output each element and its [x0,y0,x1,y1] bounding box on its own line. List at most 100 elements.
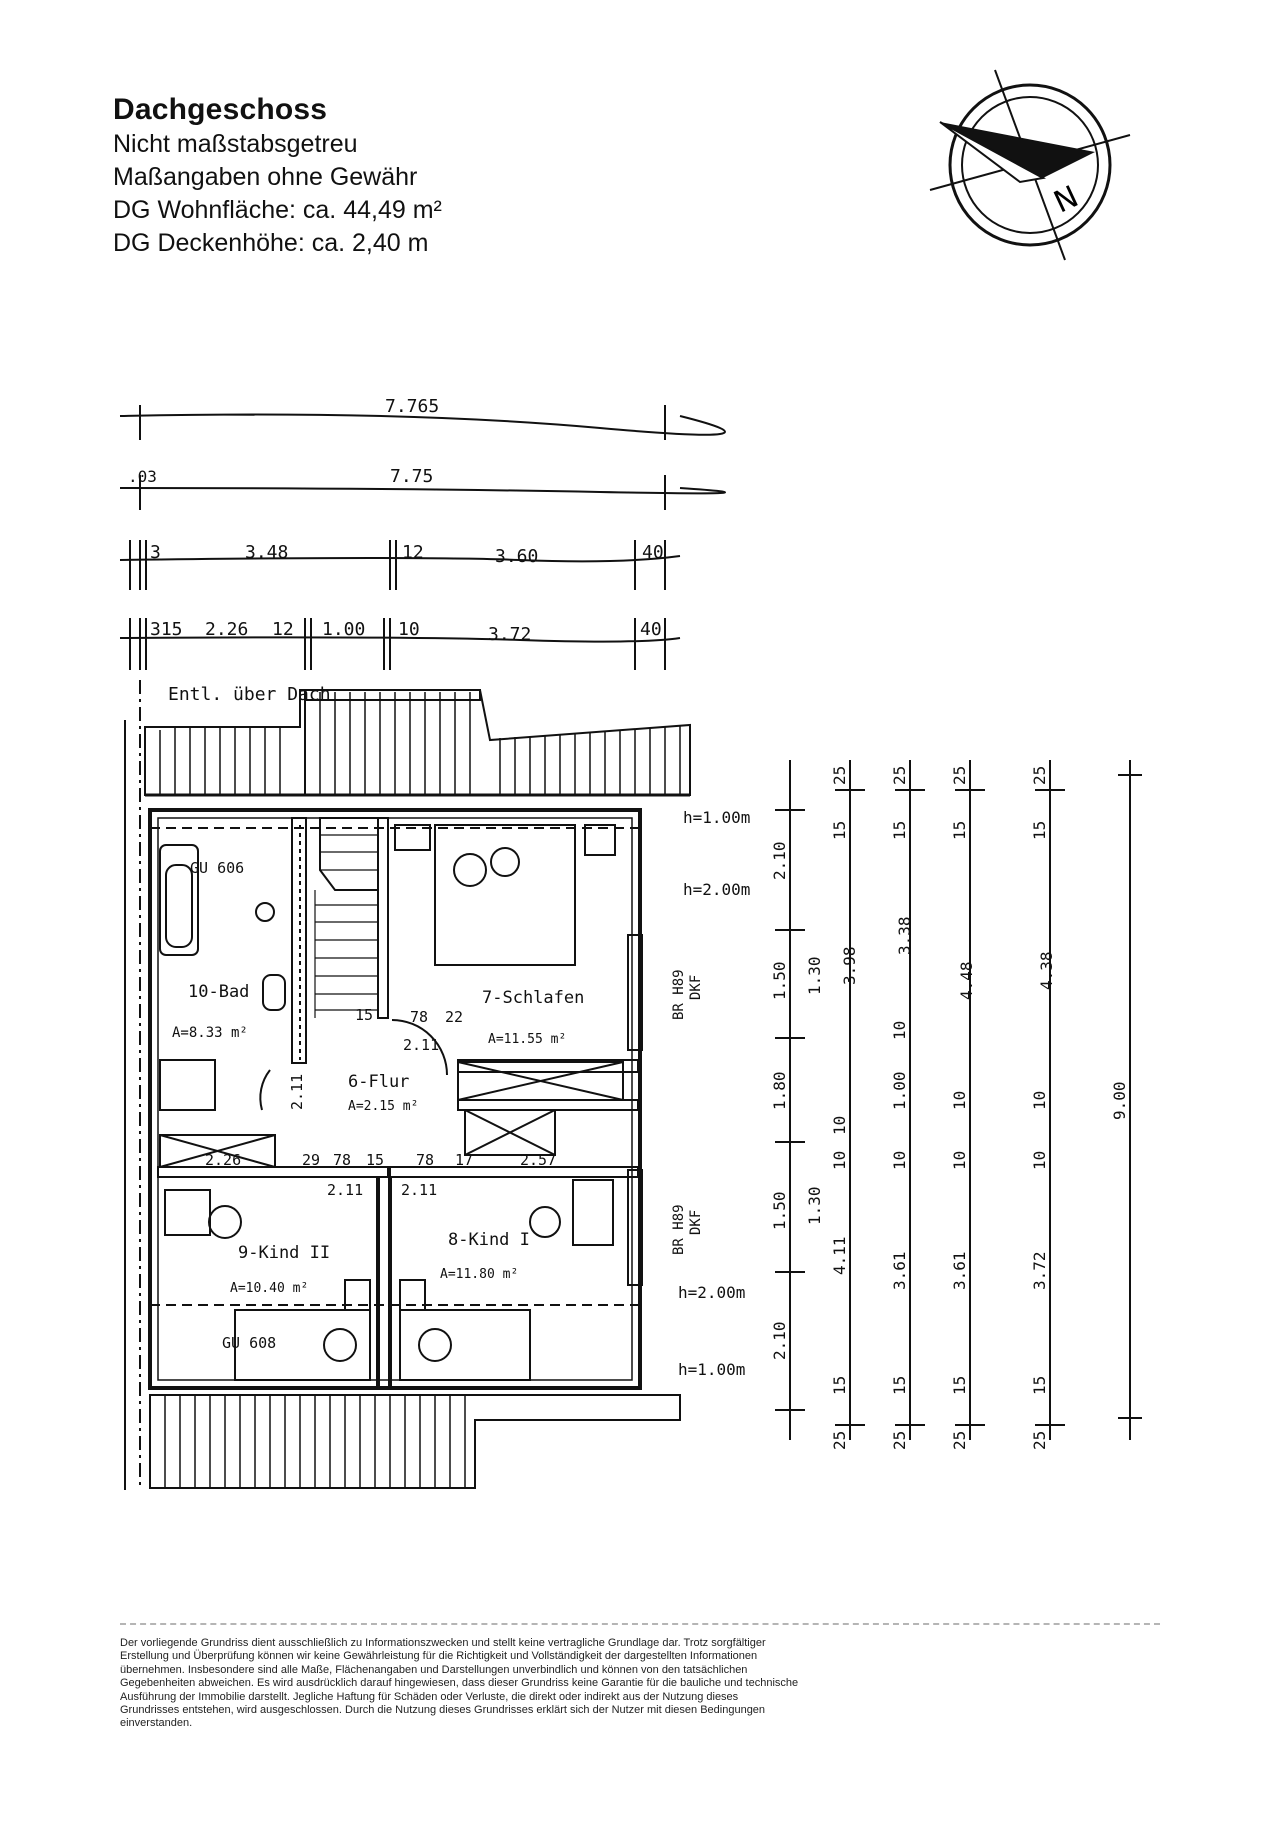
rdim-c4-8: 25 [890,1431,909,1450]
header-living-area: DG Wohnfläche: ca. 44,49 m² [113,196,442,224]
dim-row4-e: 10 [398,619,420,640]
rdim-c3-4: 10 [830,1151,849,1170]
inner-dim-211d: 2.11 [401,1181,437,1199]
rdim-c3-2: 3.98 [840,946,859,985]
inner-dim-15b: 15 [366,1151,384,1169]
window-2-kind: DKF [688,1210,704,1235]
height-bottom-1m: h=1.00m [678,1360,745,1379]
rdim-c5-5: 3.61 [950,1251,969,1290]
rdim-c6-7: 25 [1030,1431,1049,1450]
floor-title: Dachgeschoss [113,93,328,126]
rdim-c5-7: 25 [950,1431,969,1450]
dim-row4-b: 2.26 [205,619,248,640]
rdim-c4-5: 10 [890,1151,909,1170]
rdim-c4-3: 10 [890,1021,909,1040]
room-kid2-name: 9-Kind II [238,1243,330,1263]
dim-row3-a: 3 [150,542,161,563]
header-note-scale: Nicht maßstabsgetreu [113,130,358,158]
annotation-vent: Entl. über Dach [168,684,331,705]
dim-row4-g: 40 [640,619,662,640]
rdim-c6-5: 3.72 [1030,1251,1049,1290]
inner-dim-211a: 2.11 [403,1036,439,1054]
inner-dim-211c: 2.11 [327,1181,363,1199]
inner-dim-78a: 78 [410,1008,428,1026]
room-bedroom-area: A=11.55 m² [488,1032,566,1047]
rdim-c6-4: 10 [1030,1151,1049,1170]
dim-row4-a: 315 [150,619,183,640]
header-ceiling-height: DG Deckenhöhe: ca. 2,40 m [113,229,429,257]
rdim-c1-3: 1.50 [770,1191,789,1230]
inner-dim-22: 22 [445,1008,463,1026]
rdim-c3-0: 25 [830,766,849,785]
room-hall-name: 6-Flur [348,1072,409,1092]
inner-dim-17: 17 [455,1151,473,1169]
dim-row3-e: 40 [642,542,664,563]
rdim-c3-6: 15 [830,1376,849,1395]
inner-dim-15: 15 [355,1006,373,1024]
rdim-c1-0: 2.10 [770,841,789,880]
dim-total-width: 7.765 [385,396,439,417]
height-top-2m: h=2.00m [683,880,750,899]
rdim-c5-6: 15 [950,1376,969,1395]
inner-dim-78b: 78 [333,1151,351,1169]
dim-row3-d: 3.60 [495,546,538,567]
rdim-c4-4: 1.00 [890,1071,909,1110]
plan-header: Dachgeschoss Nicht maßstabsgetreu Maßang… [113,92,442,260]
rdim-c5-3: 10 [950,1091,969,1110]
room-kid1-area: A=11.80 m² [440,1267,518,1282]
rdim-c3-3: 10 [830,1116,849,1135]
height-bottom-2m: h=2.00m [678,1283,745,1302]
footer-divider [120,1623,1160,1625]
window-2-type: BR H89 [671,1204,687,1255]
rdim-c4-6: 3.61 [890,1251,909,1290]
inner-dim-257: 2.57 [520,1151,556,1169]
dim-row4-d: 1.00 [322,619,365,640]
rdim-c4-7: 15 [890,1376,909,1395]
rdim-c2-1: 1.30 [805,1186,824,1225]
rdim-c6-1: 15 [1030,821,1049,840]
room-bath-area: A=8.33 m² [172,1025,248,1041]
dim-row4-c: 12 [272,619,294,640]
dim-row3-b: 3.48 [245,542,288,563]
rdim-c5-1: 15 [950,821,969,840]
rdim-total-depth: 9.00 [1110,1081,1129,1120]
dim-row4-f: 3.72 [488,624,531,645]
rdim-c3-7: 25 [830,1431,849,1450]
compass-icon: N [929,69,1131,261]
room-bath-name: 10-Bad [188,982,249,1002]
rdim-c2-0: 1.30 [805,956,824,995]
height-top-1m: h=1.00m [683,808,750,827]
room-kid1-name: 8-Kind I [448,1230,530,1250]
dim-offset: .03 [128,467,157,486]
rdim-c6-6: 15 [1030,1376,1049,1395]
rdim-c6-2: 4.38 [1037,951,1056,990]
rdim-c6-3: 10 [1030,1091,1049,1110]
bath-window-label: GU 606 [190,859,244,877]
disclaimer-text: Der vorliegende Grundriss dient ausschli… [120,1637,799,1730]
rdim-c4-1: 15 [890,821,909,840]
rdim-c5-2: 4.48 [957,961,976,1000]
dim-inner-width: 7.75 [390,466,433,487]
kid-window-label: GU 608 [222,1334,276,1352]
room-hall-area: A=2.15 m² [348,1099,418,1114]
window-1-type: BR H89 [671,969,687,1020]
header-note-warranty: Maßangaben ohne Gewähr [113,163,418,191]
rdim-c3-5: 4.11 [830,1236,849,1275]
room-bedroom-name: 7-Schlafen [482,988,584,1008]
rdim-c3-1: 15 [830,821,849,840]
rdim-c6-0: 25 [1030,766,1049,785]
rdim-c4-0: 25 [890,766,909,785]
inner-dim-211b: 2.11 [288,1074,306,1110]
rdim-c5-0: 25 [950,766,969,785]
room-kid2-area: A=10.40 m² [230,1281,308,1296]
rdim-c1-1: 1.50 [770,961,789,1000]
window-1-kind: DKF [688,975,704,1000]
inner-dim-78c: 78 [416,1151,434,1169]
rdim-c4-2: 3.38 [895,916,914,955]
inner-dim-29: 29 [302,1151,320,1169]
dim-row3-c: 12 [402,542,424,563]
rdim-c1-4: 2.10 [770,1321,789,1360]
rdim-c1-2: 1.80 [770,1071,789,1110]
rdim-c5-4: 10 [950,1151,969,1170]
